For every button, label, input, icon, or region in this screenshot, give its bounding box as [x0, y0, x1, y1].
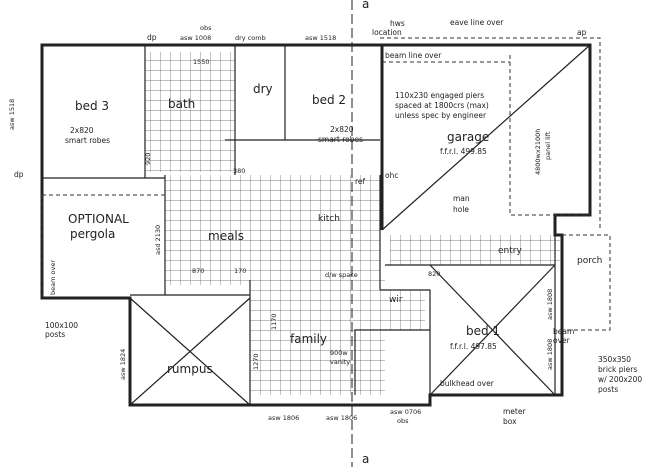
entry-label: entry: [498, 246, 522, 256]
dim-820: 820: [428, 270, 440, 278]
dim-380: 380: [233, 167, 245, 175]
tag-dry-comb: dry comb: [235, 34, 266, 42]
bed1-label: bed 1: [466, 324, 500, 338]
beam-line-label: beam line over: [385, 51, 442, 60]
tag-asd-2130: asd 2130: [154, 225, 162, 255]
tiled-family: [250, 280, 385, 395]
bed1-diagonals: [429, 264, 556, 396]
vanity-note-1: 900w: [330, 349, 348, 357]
ohc-label: ohc: [385, 171, 398, 180]
robes3-label-a: 2x820: [70, 126, 94, 135]
robes2-label-b: smart robes: [318, 135, 363, 144]
porch-label: porch: [577, 256, 602, 266]
bath-label: bath: [168, 97, 195, 111]
dry-label: dry: [253, 82, 273, 96]
posts-note-2: posts: [45, 330, 65, 339]
robes2-label-a: 2x820: [330, 125, 354, 134]
obs-top: obs: [200, 24, 212, 32]
pergola-label: pergola: [70, 227, 115, 241]
dp-top: dp: [147, 33, 157, 42]
dim-920: 920: [144, 153, 152, 165]
pergola-outline: [41, 194, 165, 298]
panel-lift-line: [509, 55, 590, 216]
brick-note-2: brick piers: [598, 365, 637, 374]
eave-line-label: eave line over: [450, 18, 504, 27]
vanity-note-2: vanity: [330, 358, 350, 366]
dp-left: dp: [14, 170, 24, 179]
posts-note-1: 100x100: [45, 321, 78, 330]
ref-label: ref: [355, 177, 366, 186]
optional-label: OPTIONAL: [68, 212, 129, 226]
meter-label-1: meter: [503, 407, 526, 416]
garage-diagonal: [381, 44, 591, 231]
tag-asw-1808-b: asw 1808: [546, 339, 554, 370]
section-mark-top: a: [362, 0, 369, 11]
tag-asw-1808-a: asw 1808: [546, 289, 554, 320]
dim-170-a: 170: [234, 267, 246, 275]
eave-line: [380, 37, 601, 230]
section-mark-bottom: a: [362, 452, 369, 466]
garage-label: garage: [447, 130, 489, 144]
tag-asw-1518-left: asw 1518: [8, 99, 16, 130]
ap-top-right: ap: [577, 28, 587, 37]
panel-note-1: 4800wx2100h: [534, 129, 542, 175]
tiled-meals-kitchen: [165, 175, 380, 285]
dim-1550: 1550: [193, 58, 210, 66]
tag-asw-1518-top: asw 1518: [305, 34, 336, 42]
brick-note-3: w/ 200x200: [598, 375, 642, 384]
brick-note-4: posts: [598, 385, 618, 394]
robes3-label-b: smart robes: [65, 136, 110, 145]
family-label: family: [290, 332, 327, 346]
beam-over-right-2: over: [553, 336, 571, 345]
tag-asw-1806-a: asw 1806: [268, 414, 299, 422]
wir-label: wir: [389, 295, 403, 305]
interior-walls: [42, 45, 556, 405]
tag-asw-1806-b: asw 1806: [326, 414, 357, 422]
kitch-label: kitch: [318, 214, 340, 224]
tiled-bath: [145, 52, 235, 172]
tiled-entry: [390, 235, 560, 265]
dim-870: 870: [192, 267, 204, 275]
meter-label-2: box: [503, 417, 517, 426]
hws-label-2: location: [372, 28, 402, 37]
bed3-label: bed 3: [75, 99, 109, 113]
rumpus-label: rumpus: [167, 362, 213, 376]
bed2-label: bed 2: [312, 93, 346, 107]
man-label: man: [453, 194, 470, 203]
meals-label: meals: [208, 229, 244, 243]
beam-over-left: beam over: [49, 260, 57, 295]
piers-note-3: unless spec by engineer: [395, 111, 487, 120]
piers-note-1: 110x230 engaged piers: [395, 91, 484, 100]
dim-1270: 1270: [252, 353, 260, 370]
tiled-wir: [385, 290, 425, 330]
tag-asw-0706: asw 0706: [390, 408, 421, 416]
bed1-level: f.f.r.l. 497.85: [450, 342, 497, 351]
bulkhead-label: bulkhead over: [440, 379, 495, 388]
rumpus-diagonals: [129, 297, 251, 406]
piers-note-2: spaced at 1800crs (max): [395, 101, 489, 110]
hole-label: hole: [453, 205, 469, 214]
garage-level: f.f.r.l. 499.85: [440, 147, 487, 156]
tag-asw-1008: asw 1008: [180, 34, 211, 42]
porch-outline: [562, 234, 611, 331]
obs-bottom: obs: [397, 417, 409, 425]
panel-note-2: panel lift: [544, 131, 552, 160]
dw-space-label: d/w space: [325, 271, 358, 279]
brick-note-1: 350x350: [598, 355, 631, 364]
dim-1170: 1170: [270, 313, 278, 330]
tag-asw-1824: asw 1824: [119, 349, 127, 380]
hws-label-1: hws: [390, 19, 405, 28]
beam-over-right-1: beam: [553, 327, 574, 336]
